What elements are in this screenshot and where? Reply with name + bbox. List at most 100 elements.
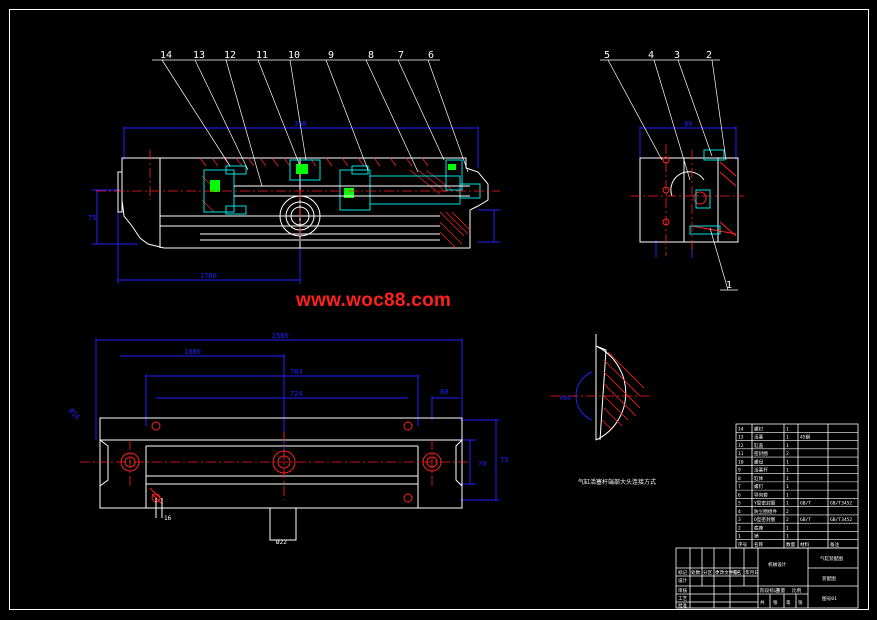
bom-cell: 底座 <box>754 524 764 531</box>
balloon-label: 12 <box>224 50 236 61</box>
section-length-dim: 1760 <box>200 272 217 280</box>
balloon-label: 8 <box>368 50 374 61</box>
bom-cell: GB/T3452 <box>830 501 852 507</box>
bom-cell: 螺母 <box>754 458 764 465</box>
bom-cell: 活塞杆 <box>754 467 768 474</box>
balloon-label: 6 <box>428 50 434 61</box>
bom-header-cell: 材料 <box>800 541 810 548</box>
bom-cell: 1 <box>786 492 789 498</box>
plan-bolt-label: 16 <box>164 515 172 522</box>
balloon-label: 2 <box>706 50 712 61</box>
title-review: 审核 <box>678 587 688 594</box>
bom-cell: 1 <box>786 459 789 465</box>
title-stage: 阶段标记 <box>760 587 779 594</box>
bom-cell: 1 <box>786 484 789 490</box>
side-width-dim: 80 <box>684 120 692 128</box>
detail-radius-dim: R40 <box>560 395 571 402</box>
bom-cell: 2 <box>738 525 741 531</box>
bom-cell: GB/T <box>800 501 811 507</box>
plan-total-dim: 2560 <box>272 332 289 340</box>
bom-cell: 销 <box>754 533 759 540</box>
bom-cell: 8 <box>738 476 741 482</box>
balloon-label: 4 <box>648 50 654 61</box>
bom-cell: Y型密封圈 <box>754 500 776 507</box>
bom-cell: 1 <box>786 435 789 441</box>
section-view: 330 1760 75 <box>88 50 500 284</box>
balloon-label: 14 <box>160 50 172 61</box>
title-date: 年月日 <box>745 569 759 576</box>
bom-cell: GB/T <box>800 517 811 523</box>
bom-cell: 1 <box>786 534 789 540</box>
bom-cell: 45钢 <box>800 434 811 441</box>
title-sheets-a: 张 <box>773 599 778 606</box>
section-height-dim: 75 <box>88 214 96 222</box>
balloon-group-right: 5 4 3 2 1 <box>604 50 732 291</box>
bom-cell: 3 <box>738 517 741 523</box>
bom-cell: 导向套 <box>754 491 768 498</box>
plan-height-b-dim: 75 <box>500 456 508 464</box>
bom-cell: 14 <box>738 426 744 432</box>
balloon-label: 5 <box>604 50 610 61</box>
plan-rod-label: Ø22 <box>276 539 287 546</box>
bom-header-cell: 序号 <box>738 541 748 548</box>
title-approve: 批准 <box>678 602 688 609</box>
bom-cell: 1 <box>738 534 741 540</box>
title-sign: 签名 <box>732 569 741 576</box>
watermark-text: www.woc88.com <box>296 290 452 311</box>
title-scale: 比例 <box>792 587 802 594</box>
drawing-frame <box>9 9 869 610</box>
bom-cell: 2 <box>786 509 789 515</box>
balloon-label: 10 <box>288 50 300 61</box>
bom-cell: 5 <box>738 501 741 507</box>
plan-view: 2560 1080 764 724 80 70 75 Ø16 <box>67 332 509 546</box>
bom-cell: 1 <box>786 443 789 449</box>
title-total: 共 <box>760 599 765 606</box>
title-zone: 分区 <box>703 569 713 576</box>
bom-cell: 9 <box>738 468 741 474</box>
balloon-label: 13 <box>193 50 205 61</box>
bom-cell: 11 <box>738 451 744 457</box>
bom-cell: 13 <box>738 435 744 441</box>
bom-header-cell: 备注 <box>830 541 840 548</box>
bom-cell: 缸盖 <box>754 442 764 449</box>
bom-cell: 1 <box>786 468 789 474</box>
balloon-group-left: 14 13 12 11 10 9 8 7 6 <box>160 50 434 61</box>
title-drawing-title: 气缸装配图 <box>820 555 843 562</box>
detail-caption: 气缸活塞杆端部大头连接方式 <box>578 478 656 486</box>
bom-cell: 1 <box>786 525 789 531</box>
bom-cell: 2 <box>786 451 789 457</box>
bom-cell: GB/T3452 <box>830 517 852 523</box>
detail-view: R40 气缸活塞杆端部大头连接方式 <box>550 334 656 486</box>
plan-end-dim: 80 <box>440 388 448 396</box>
title-block: 气缸装配图 机械设计 装配图 图号01 标记 处数 分区 更改文件号 签名 年月… <box>675 547 859 609</box>
balloon-label: 7 <box>398 50 404 61</box>
title-change: 更改文件号 <box>715 569 738 576</box>
title-design: 设计 <box>678 577 688 584</box>
bom-cell: 缸体 <box>754 475 764 482</box>
plan-height-a-dim: 70 <box>478 460 486 468</box>
bom-cell: 1 <box>786 501 789 507</box>
title-process: 工艺 <box>678 596 688 602</box>
bom-cell: 12 <box>738 443 744 449</box>
title-no: 第 <box>786 599 791 606</box>
balloon-label: 1 <box>726 280 732 291</box>
title-drawing-no: 图号01 <box>822 596 837 602</box>
bom-cell: 螺钉 <box>754 483 764 490</box>
bom-header-cell: 数量 <box>786 541 796 548</box>
bom-cell: 2 <box>786 517 789 523</box>
bom-cell: 活塞 <box>754 434 764 441</box>
side-view: 80 <box>600 50 744 291</box>
balloon-label: 3 <box>674 50 680 61</box>
balloon-label: 9 <box>328 50 334 61</box>
bom-header-cell: 名称 <box>754 541 764 548</box>
bom-cell: 1 <box>786 426 789 432</box>
bom-cell: 6 <box>738 492 741 498</box>
bom-cell: 密封圈 <box>754 450 768 457</box>
bom-cell: 螺钉 <box>754 425 764 432</box>
bom-cell: 1 <box>786 476 789 482</box>
bom-cell: 4 <box>738 509 741 515</box>
plan-span-b-dim: 724 <box>290 390 303 398</box>
bom-cell: 7 <box>738 484 741 490</box>
